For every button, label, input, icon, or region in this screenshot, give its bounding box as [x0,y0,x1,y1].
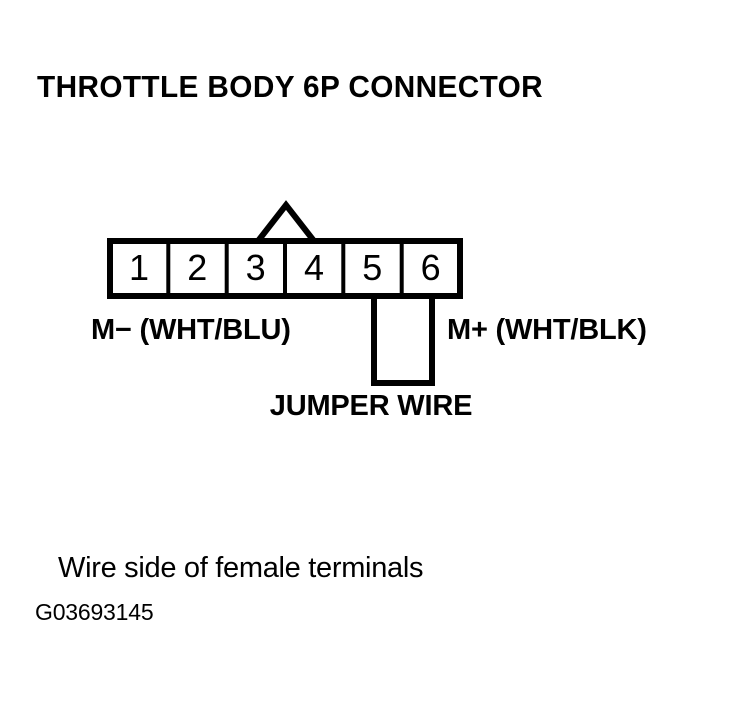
pin-cell-dividers [166,241,404,296]
page-title: THROTTLE BODY 6P CONNECTOR [37,69,544,104]
label-jumper-wire-wrapper: JUMPER WIRE [0,392,730,421]
label-motor-negative: M− (WHT/BLU) [91,314,291,346]
jumper-wire-bracket [371,296,435,386]
pin-number-6: 6 [420,247,441,288]
pin-number-3: 3 [245,247,266,288]
label-jumper-wire: JUMPER WIRE [269,390,473,422]
pin-number-2: 2 [187,247,208,288]
pin-number-4: 4 [303,247,325,288]
label-wire-side-note: Wire side of female terminals [58,552,424,584]
label-motor-positive: M+ (WHT/BLK) [447,314,647,346]
keying-tab-triangle-icon [255,200,317,243]
figure-reference-code: G03693145 [35,599,154,625]
pin-number-5: 5 [362,247,383,288]
pin-number-1: 1 [128,247,150,288]
